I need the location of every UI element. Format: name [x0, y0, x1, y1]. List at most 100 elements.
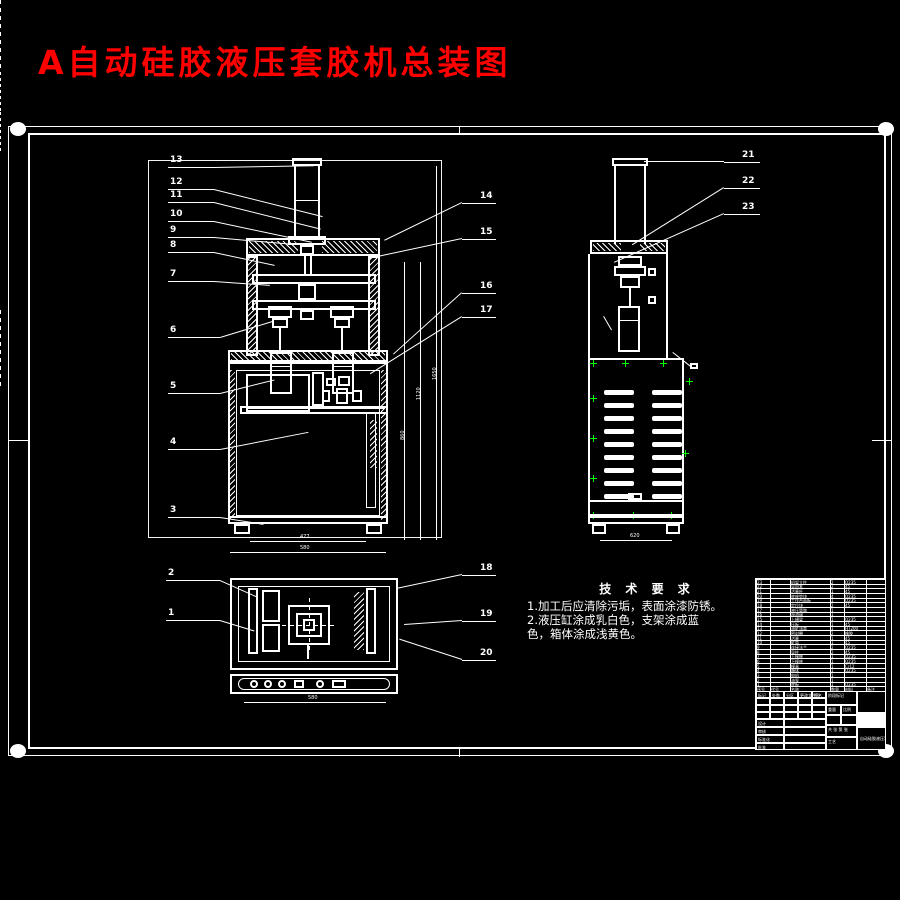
side-ram-inner-1	[0, 388, 1, 462]
bom-cell: 1	[831, 673, 834, 678]
center-coupler-foot	[300, 310, 314, 320]
bom-cell: 溢流阀	[791, 612, 803, 617]
bom-column-divider	[756, 579, 757, 691]
cabinet-inner	[236, 370, 380, 516]
dim-line-height-3	[436, 166, 437, 540]
bom-cell: 下模座	[791, 659, 803, 664]
bom-cell: Q235	[845, 645, 856, 650]
side-foot-right	[666, 524, 680, 534]
bom-cell: 连接法兰	[791, 645, 807, 650]
screw-marker-3	[660, 360, 667, 367]
panel-button-4[interactable]	[316, 680, 324, 688]
field-revision: 分区	[784, 691, 798, 698]
screw-marker-2	[622, 360, 629, 367]
bom-cell: 12	[757, 631, 763, 636]
ram-flange	[288, 236, 326, 245]
side-base-rail	[588, 500, 684, 516]
center-tick-left	[8, 440, 28, 441]
bom-cell: 1	[831, 678, 834, 683]
field-mark: 标记	[756, 691, 770, 698]
bom-cell: 17	[757, 608, 763, 613]
bom-column-divider	[866, 579, 867, 691]
field-weight: 重量	[826, 705, 841, 715]
field-stage-label: 阶段标记	[828, 693, 844, 698]
bom-header-cell: 备注	[867, 687, 875, 692]
leader-underline-12	[168, 189, 214, 190]
side-ram-centerline	[0, 310, 1, 388]
bom-cell: 1	[831, 622, 834, 627]
plan-dim-text: 580	[308, 695, 318, 701]
ram-centerline	[0, 0, 1, 72]
panel-button-1[interactable]	[250, 680, 258, 688]
bom-cell: 4	[757, 668, 760, 673]
bom-row-divider	[756, 658, 885, 659]
bom-cell: 19	[757, 598, 763, 603]
piston-rod-left	[279, 328, 281, 352]
field-process: 工艺	[826, 737, 857, 749]
bom-row-divider	[756, 602, 885, 603]
equipment-shelf	[240, 406, 388, 414]
side-ram-right	[644, 166, 646, 244]
bom-cell: 14	[757, 622, 763, 627]
louvre-r5	[652, 442, 682, 447]
bom-cell: 1	[831, 640, 834, 645]
revision-cell	[770, 712, 784, 719]
leader-underline-20	[462, 660, 496, 661]
bom-cell: 1	[831, 626, 834, 631]
bom-cell: 定位块	[791, 603, 803, 608]
side-piston-rod	[629, 288, 631, 306]
tech-requirements-line-1: 1.加工后应清除污垢，表面涂漆防锈。	[527, 599, 722, 613]
cylinder-head-right	[330, 306, 354, 318]
bom-cell: 10	[757, 640, 763, 645]
bom-cell: 1	[831, 589, 834, 594]
equipment-shelf-line	[248, 408, 384, 409]
bom-cell: 导柱	[791, 650, 799, 655]
dim-line-width-outer	[230, 552, 386, 553]
side-view: 620 21 22 23	[0, 150, 900, 541]
dim-text-height-1: 860	[400, 430, 406, 440]
bom-cell: 15	[757, 617, 763, 622]
field-design-value	[784, 719, 826, 727]
bom-cell: 密封圈	[791, 631, 803, 636]
plan-right-rail	[366, 588, 376, 654]
bom-header-cell: 数量	[831, 687, 839, 692]
bom-row-divider	[756, 616, 885, 617]
bom-row-divider	[756, 626, 885, 627]
plan-centerline-v	[309, 598, 310, 652]
leader-label-7: 7	[170, 269, 177, 279]
bom-cell: 上横梁	[791, 617, 803, 622]
motor-block	[312, 372, 324, 406]
leader-underline-4	[168, 449, 220, 450]
louvre-r8	[652, 481, 682, 486]
leader-underline-9	[168, 237, 214, 238]
field-process-label: 工艺	[828, 739, 836, 744]
corner-marker-bottom-left	[10, 744, 26, 758]
panel-button-3[interactable]	[278, 680, 286, 688]
leader-label-2: 2	[168, 568, 175, 578]
leader-underline-10	[168, 221, 214, 222]
panel-switch[interactable]	[294, 680, 304, 688]
sheet-border-outer	[8, 126, 892, 756]
ram-left-wall	[294, 166, 296, 238]
field-design: 设计	[756, 719, 784, 727]
leader-underline-18	[462, 575, 496, 576]
bom-cell: 上模座	[791, 654, 803, 659]
louvre-r6	[652, 455, 682, 460]
dim-text-height-2: 1120	[416, 387, 422, 400]
side-cylinder-top	[618, 256, 642, 266]
bom-row-divider	[756, 677, 885, 678]
field-approve: 批准	[756, 743, 784, 749]
bom-cell: 45	[845, 584, 851, 589]
leader-label-17: 17	[480, 305, 493, 315]
tech-requirements-line-2: 2.液压缸涂成乳白色，支架涂成蓝	[527, 613, 699, 627]
panel-button-2[interactable]	[264, 680, 272, 688]
cabinet-rib-2	[0, 168, 1, 180]
bom-cell: Q235	[845, 617, 856, 622]
leader-underline-23	[724, 214, 760, 215]
bom-cell: Q235	[845, 668, 856, 673]
leader-underline-22	[724, 188, 760, 189]
tech-requirements-line-3: 色，箱体涂成浅黄色。	[527, 627, 642, 641]
leader-label-6: 6	[170, 325, 177, 335]
bom-cell: HT200	[845, 626, 859, 631]
bom-cell: 8	[757, 650, 760, 655]
